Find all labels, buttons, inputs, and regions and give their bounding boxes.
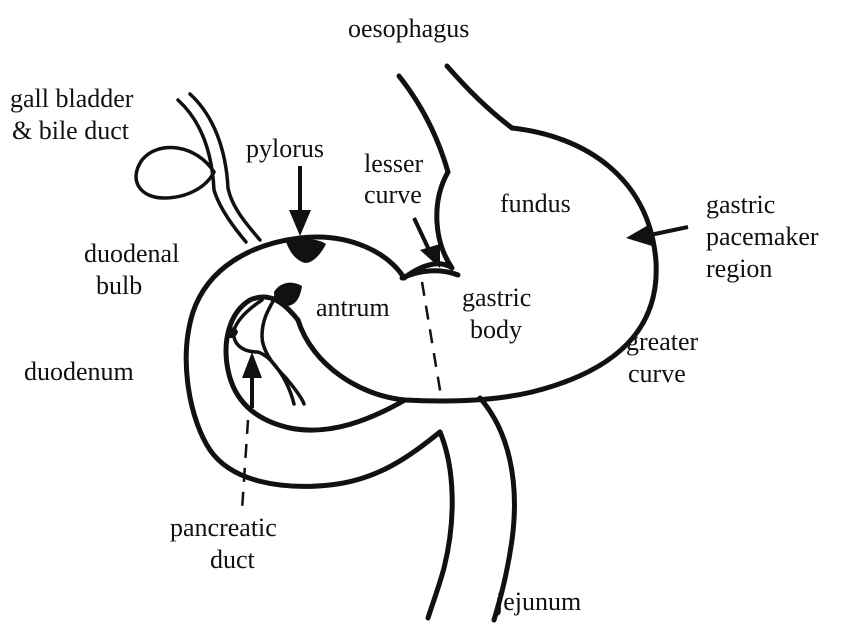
label-gall-bladder-line1: gall bladder	[10, 84, 134, 113]
duodenal-papilla	[274, 283, 302, 306]
label-gastric-pacemaker-line2: pacemaker	[706, 222, 819, 251]
oesophagus-wall-right	[447, 66, 512, 128]
label-lesser-curve-line1: lesser	[364, 149, 424, 178]
label-gastric-pacemaker-line1: gastric	[706, 190, 775, 219]
label-greater-curve-line1: greater	[626, 327, 699, 356]
label-lesser-curve-line2: curve	[364, 180, 422, 209]
label-fundus: fundus	[500, 189, 571, 218]
stomach-greater-curve	[298, 128, 656, 401]
label-antrum: antrum	[316, 293, 390, 322]
jejunum-wall-left	[428, 432, 452, 618]
pacemaker-arrow-shaft	[650, 227, 688, 235]
label-duodenum: duodenum	[24, 357, 134, 386]
label-duodenal-bulb-line2: bulb	[96, 271, 142, 300]
label-gall-bladder-line2: & bile duct	[12, 116, 130, 145]
pacemaker-arrow-head	[626, 224, 652, 246]
bile-duct-inner	[190, 94, 260, 240]
gall-bladder-sac	[136, 148, 214, 199]
pancreatic-duct-guide	[242, 420, 248, 510]
pylorus-arrow-head	[289, 210, 311, 236]
label-pylorus: pylorus	[246, 134, 324, 163]
pancreatic-duct-outer	[262, 296, 304, 404]
label-pancreatic-duct-line1: pancreatic	[170, 513, 277, 542]
label-duodenal-bulb-line1: duodenal	[84, 239, 179, 268]
antrum-body-boundary	[422, 282, 442, 402]
label-oesophagus: oesophagus	[348, 14, 469, 43]
label-gastric-body-line2: body	[470, 315, 522, 344]
pyloric-sphincter	[286, 239, 326, 263]
label-gastric-body-line1: gastric	[462, 283, 531, 312]
pancreatic-duct-inner	[234, 300, 294, 404]
lesser-curve-arrow-shaft	[414, 218, 430, 252]
pancreatic-arrow-head	[242, 352, 262, 378]
label-gastric-pacemaker-line3: region	[706, 254, 772, 283]
label-pancreatic-duct-line2: duct	[210, 545, 256, 574]
label-greater-curve-line2: curve	[628, 359, 686, 388]
label-jejunum: jejunum	[495, 587, 581, 616]
